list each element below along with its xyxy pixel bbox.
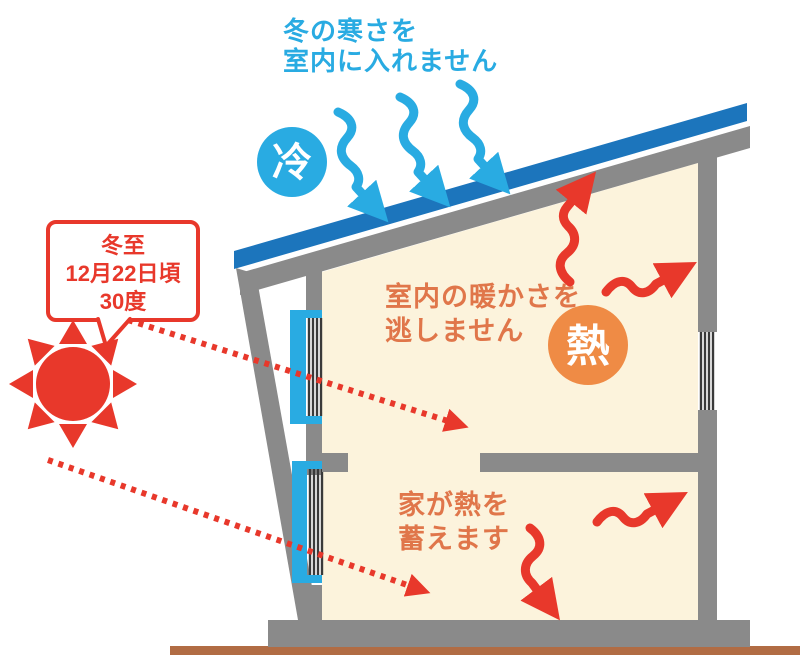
sun-callout-bubble: 冬至 12月22日頃 30度	[46, 220, 200, 348]
floor-slab-main	[480, 453, 698, 472]
callout-line-3: 30度	[100, 289, 147, 314]
left-inner-wall-bottom	[306, 585, 322, 620]
upper-window-frame	[290, 310, 306, 424]
heat-arrow-down	[520, 523, 561, 621]
upper-room-label-line-1: 室内の暖かさを	[385, 281, 581, 312]
cold-arrow-1	[333, 107, 389, 223]
lower-window-frame-top	[292, 461, 322, 469]
lower-window	[292, 461, 324, 583]
heat-badge: 熱	[548, 305, 628, 385]
floor-slab-stub	[322, 453, 348, 472]
cold-badge-circle	[257, 127, 327, 197]
ground-line	[170, 646, 800, 655]
heat-badge-circle	[548, 305, 628, 385]
lower-window-glass	[308, 469, 324, 575]
roof-structure	[240, 126, 750, 295]
upper-window-frame-top	[290, 310, 322, 318]
lower-room-label-line-2: 蓄えます	[398, 524, 510, 554]
right-wall	[698, 150, 717, 620]
right-window-glass	[699, 332, 715, 410]
cold-arrow-2	[400, 97, 429, 184]
cold-air-arrows	[333, 84, 489, 223]
right-wall-lower	[698, 410, 717, 620]
cold-arrow-3	[460, 84, 489, 171]
foundation-slab	[268, 620, 750, 647]
lower-window-frame	[292, 461, 307, 583]
diagram-title-line-1: 冬の寒さを	[283, 16, 418, 46]
diagram-title-line-2: 室内に入れません	[283, 46, 498, 76]
upper-window-frame-bottom	[290, 416, 322, 424]
lower-room-label-line-1: 家が熱を	[398, 489, 510, 520]
house-interior	[322, 163, 698, 620]
heat-arrows	[520, 171, 697, 621]
sun-icon	[9, 320, 137, 448]
right-wall-upper	[698, 150, 717, 332]
sun-ray-lower	[47, 457, 431, 597]
roof-solar-panel	[234, 103, 747, 269]
upper-window	[290, 310, 323, 424]
heat-badge-label: 熱	[566, 322, 610, 371]
sun-ray-upper	[127, 317, 469, 432]
heat-arrow-right-upper	[601, 261, 697, 299]
callout-line-2: 12月22日頃	[66, 261, 182, 286]
cold-badge: 冷	[257, 127, 327, 197]
left-inner-wall-top	[306, 268, 322, 310]
lower-window-frame-bottom	[292, 575, 322, 583]
upper-room-label-line-2: 逃しません	[385, 316, 524, 346]
upper-window-glass	[307, 318, 323, 416]
heat-arrow-up	[555, 171, 597, 287]
callout-line-1: 冬至	[101, 233, 145, 258]
cold-badge-label: 冷	[272, 141, 312, 185]
